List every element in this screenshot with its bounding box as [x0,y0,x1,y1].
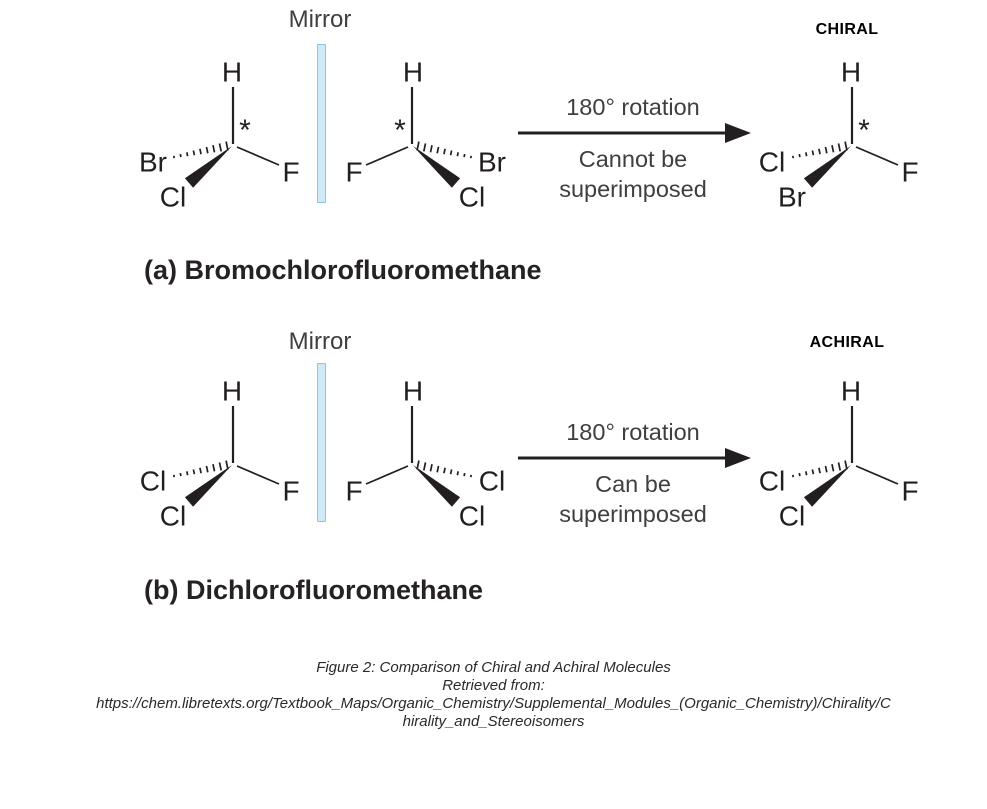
superimpose-note-line2: superimposed [559,175,707,202]
mirror-bar [317,44,326,203]
mirror-bar [317,363,326,522]
atom-hash-label: Cl [759,147,785,178]
atom-top-label: H [403,376,423,407]
superimpose-note-line1: Can be [595,471,671,497]
atom-wedge-label: Cl [160,182,186,213]
atom-top-label: H [222,57,242,88]
rotation-label: 180° rotation [566,419,700,445]
superimpose-note: Can be superimposed [498,470,768,529]
atom-plain-label: F [345,476,362,507]
rotation-label: 180° rotation [566,94,700,120]
atom-top-label: H [841,57,861,88]
atom-wedge-label: Cl [459,501,485,532]
figure-caption-source-label: Retrieved from: [442,677,545,694]
figure-caption-title: Figure 2: Comparison of Chiral and Achir… [316,659,671,676]
atom-wedge-label: Br [778,182,806,213]
figure-caption-url-line1: https://chem.libretexts.org/Textbook_Map… [96,695,891,712]
molecule-rotated-result-a: * H Cl Br F [752,53,932,215]
stereocenter-asterisk: * [858,114,870,147]
molecule-rotated-result-b: H Cl Cl F [752,372,932,534]
superimpose-note-line2: superimposed [559,500,707,527]
rotation-arrow-icon [517,445,755,476]
atom-wedge-label: Cl [459,182,485,213]
atom-top-label: H [841,376,861,407]
molecule-left-b: H Cl Cl F [133,372,313,534]
superimpose-note: Cannot be superimposed [498,145,768,204]
atom-top-label: H [222,376,242,407]
panel-caption-b: (b) Dichlorofluoromethane [144,575,483,605]
atom-hash-label: Cl [479,466,505,497]
atom-hash-label: Cl [759,466,785,497]
molecule-mirror-image-a: * H Br Cl F [332,53,512,215]
figure-caption: Figure 2: Comparison of Chiral and Achir… [0,659,987,731]
atom-plain-label: F [282,157,299,188]
molecule-mirror-image-b: H Cl Cl F [332,372,512,534]
chirality-classification-a: CHIRAL [815,21,879,38]
stereocenter-asterisk: * [239,114,251,147]
figure-caption-url-line2: hirality_and_Stereoisomers [402,713,585,730]
atom-plain-label: F [282,476,299,507]
atom-hash-label: Cl [140,466,166,497]
panel-caption-a: (a) Bromochlorofluoromethane [144,255,542,285]
rotation-arrow-icon [517,120,755,151]
atom-hash-label: Br [139,147,167,178]
stereocenter-asterisk: * [394,114,406,147]
atom-top-label: H [403,57,423,88]
atom-plain-label: F [345,157,362,188]
atom-hash-label: Br [478,147,506,178]
mirror-label: Mirror [288,6,352,33]
atom-plain-label: F [901,476,918,507]
atom-wedge-label: Cl [160,501,186,532]
atom-wedge-label: Cl [779,501,805,532]
atom-plain-label: F [901,157,918,188]
molecule-left-enantiomer-a: * H Br Cl F [133,53,313,215]
chirality-classification-b: ACHIRAL [809,334,885,351]
mirror-label: Mirror [288,328,352,355]
superimpose-note-line1: Cannot be [578,146,688,172]
